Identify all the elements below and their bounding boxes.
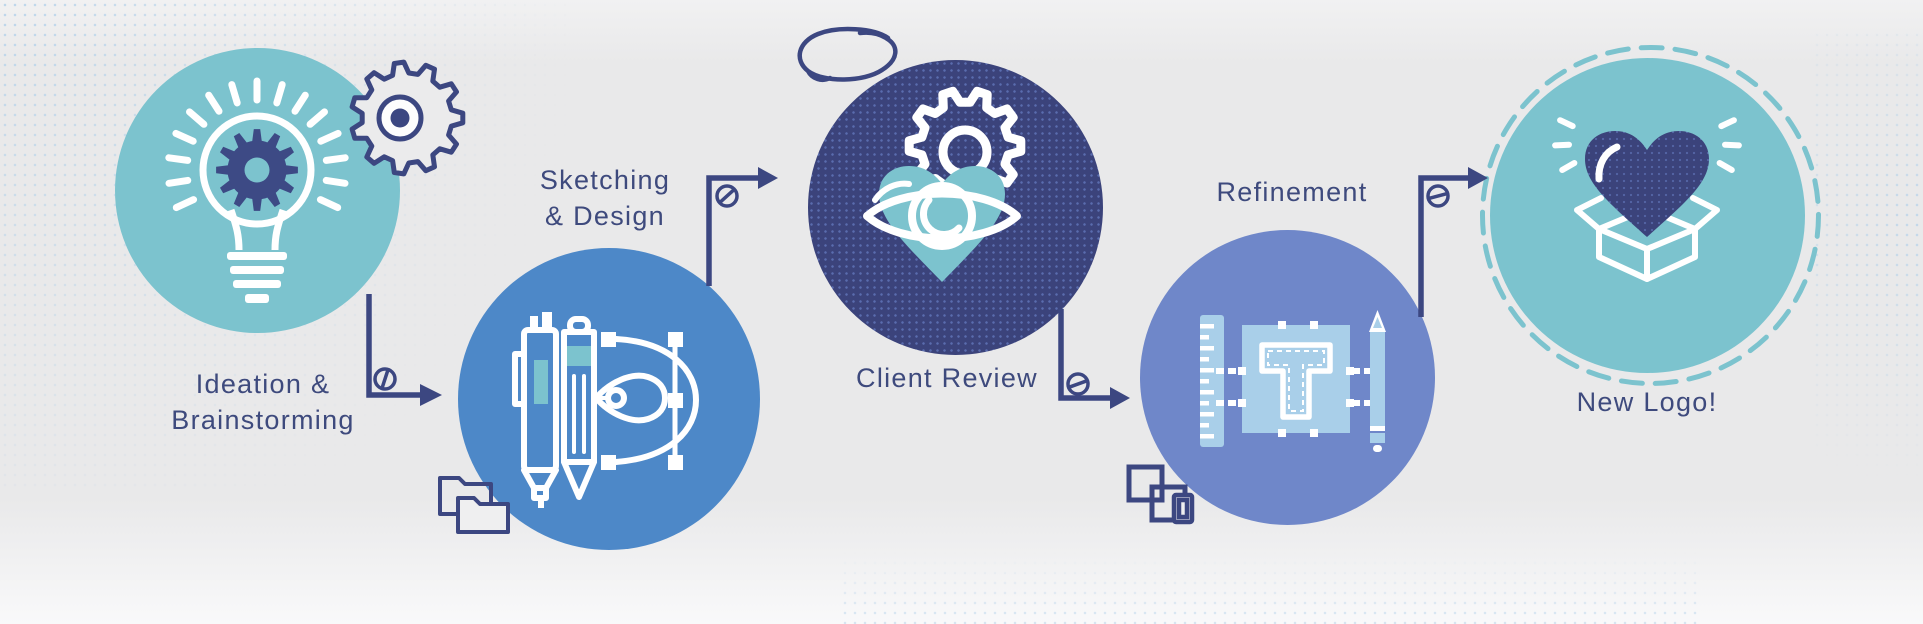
- connector-arrow-3: [1058, 309, 1130, 409]
- speech-doodle-icon: [797, 26, 898, 82]
- dashed-ring: [1480, 45, 1821, 386]
- square-stack-icon: [1126, 464, 1195, 525]
- lightbulb-gear-icon: [165, 77, 349, 303]
- step-label-client-review: Client Review: [856, 363, 1038, 393]
- heart-in-box-icon: [1552, 117, 1742, 282]
- type-refinement-icon: [1200, 310, 1386, 452]
- circle-slash-icon: [1066, 372, 1090, 396]
- eye-heart-gear-icon: [863, 86, 1026, 282]
- gear-outline-icon: [349, 59, 466, 177]
- step-label-refinement: Refinement: [1216, 177, 1368, 207]
- circle-slash-icon: [1426, 184, 1450, 208]
- connector-arrow-4: [1418, 167, 1488, 317]
- step-label-new-logo: New Logo!: [1576, 387, 1718, 417]
- connector-arrow-1: [366, 294, 442, 406]
- halftone-dots: [840, 548, 1700, 624]
- step-label-ideation: Ideation & Brainstorming: [171, 369, 355, 435]
- design-tools-icon: [512, 312, 699, 508]
- folder-stack-icon: [438, 476, 510, 534]
- connector-arrow-2: [706, 167, 778, 286]
- step-label-sketching: Sketching & Design: [539, 165, 671, 231]
- circle-slash-icon: [373, 367, 397, 391]
- circle-slash-icon: [715, 184, 739, 208]
- halftone-dots: [1812, 30, 1923, 510]
